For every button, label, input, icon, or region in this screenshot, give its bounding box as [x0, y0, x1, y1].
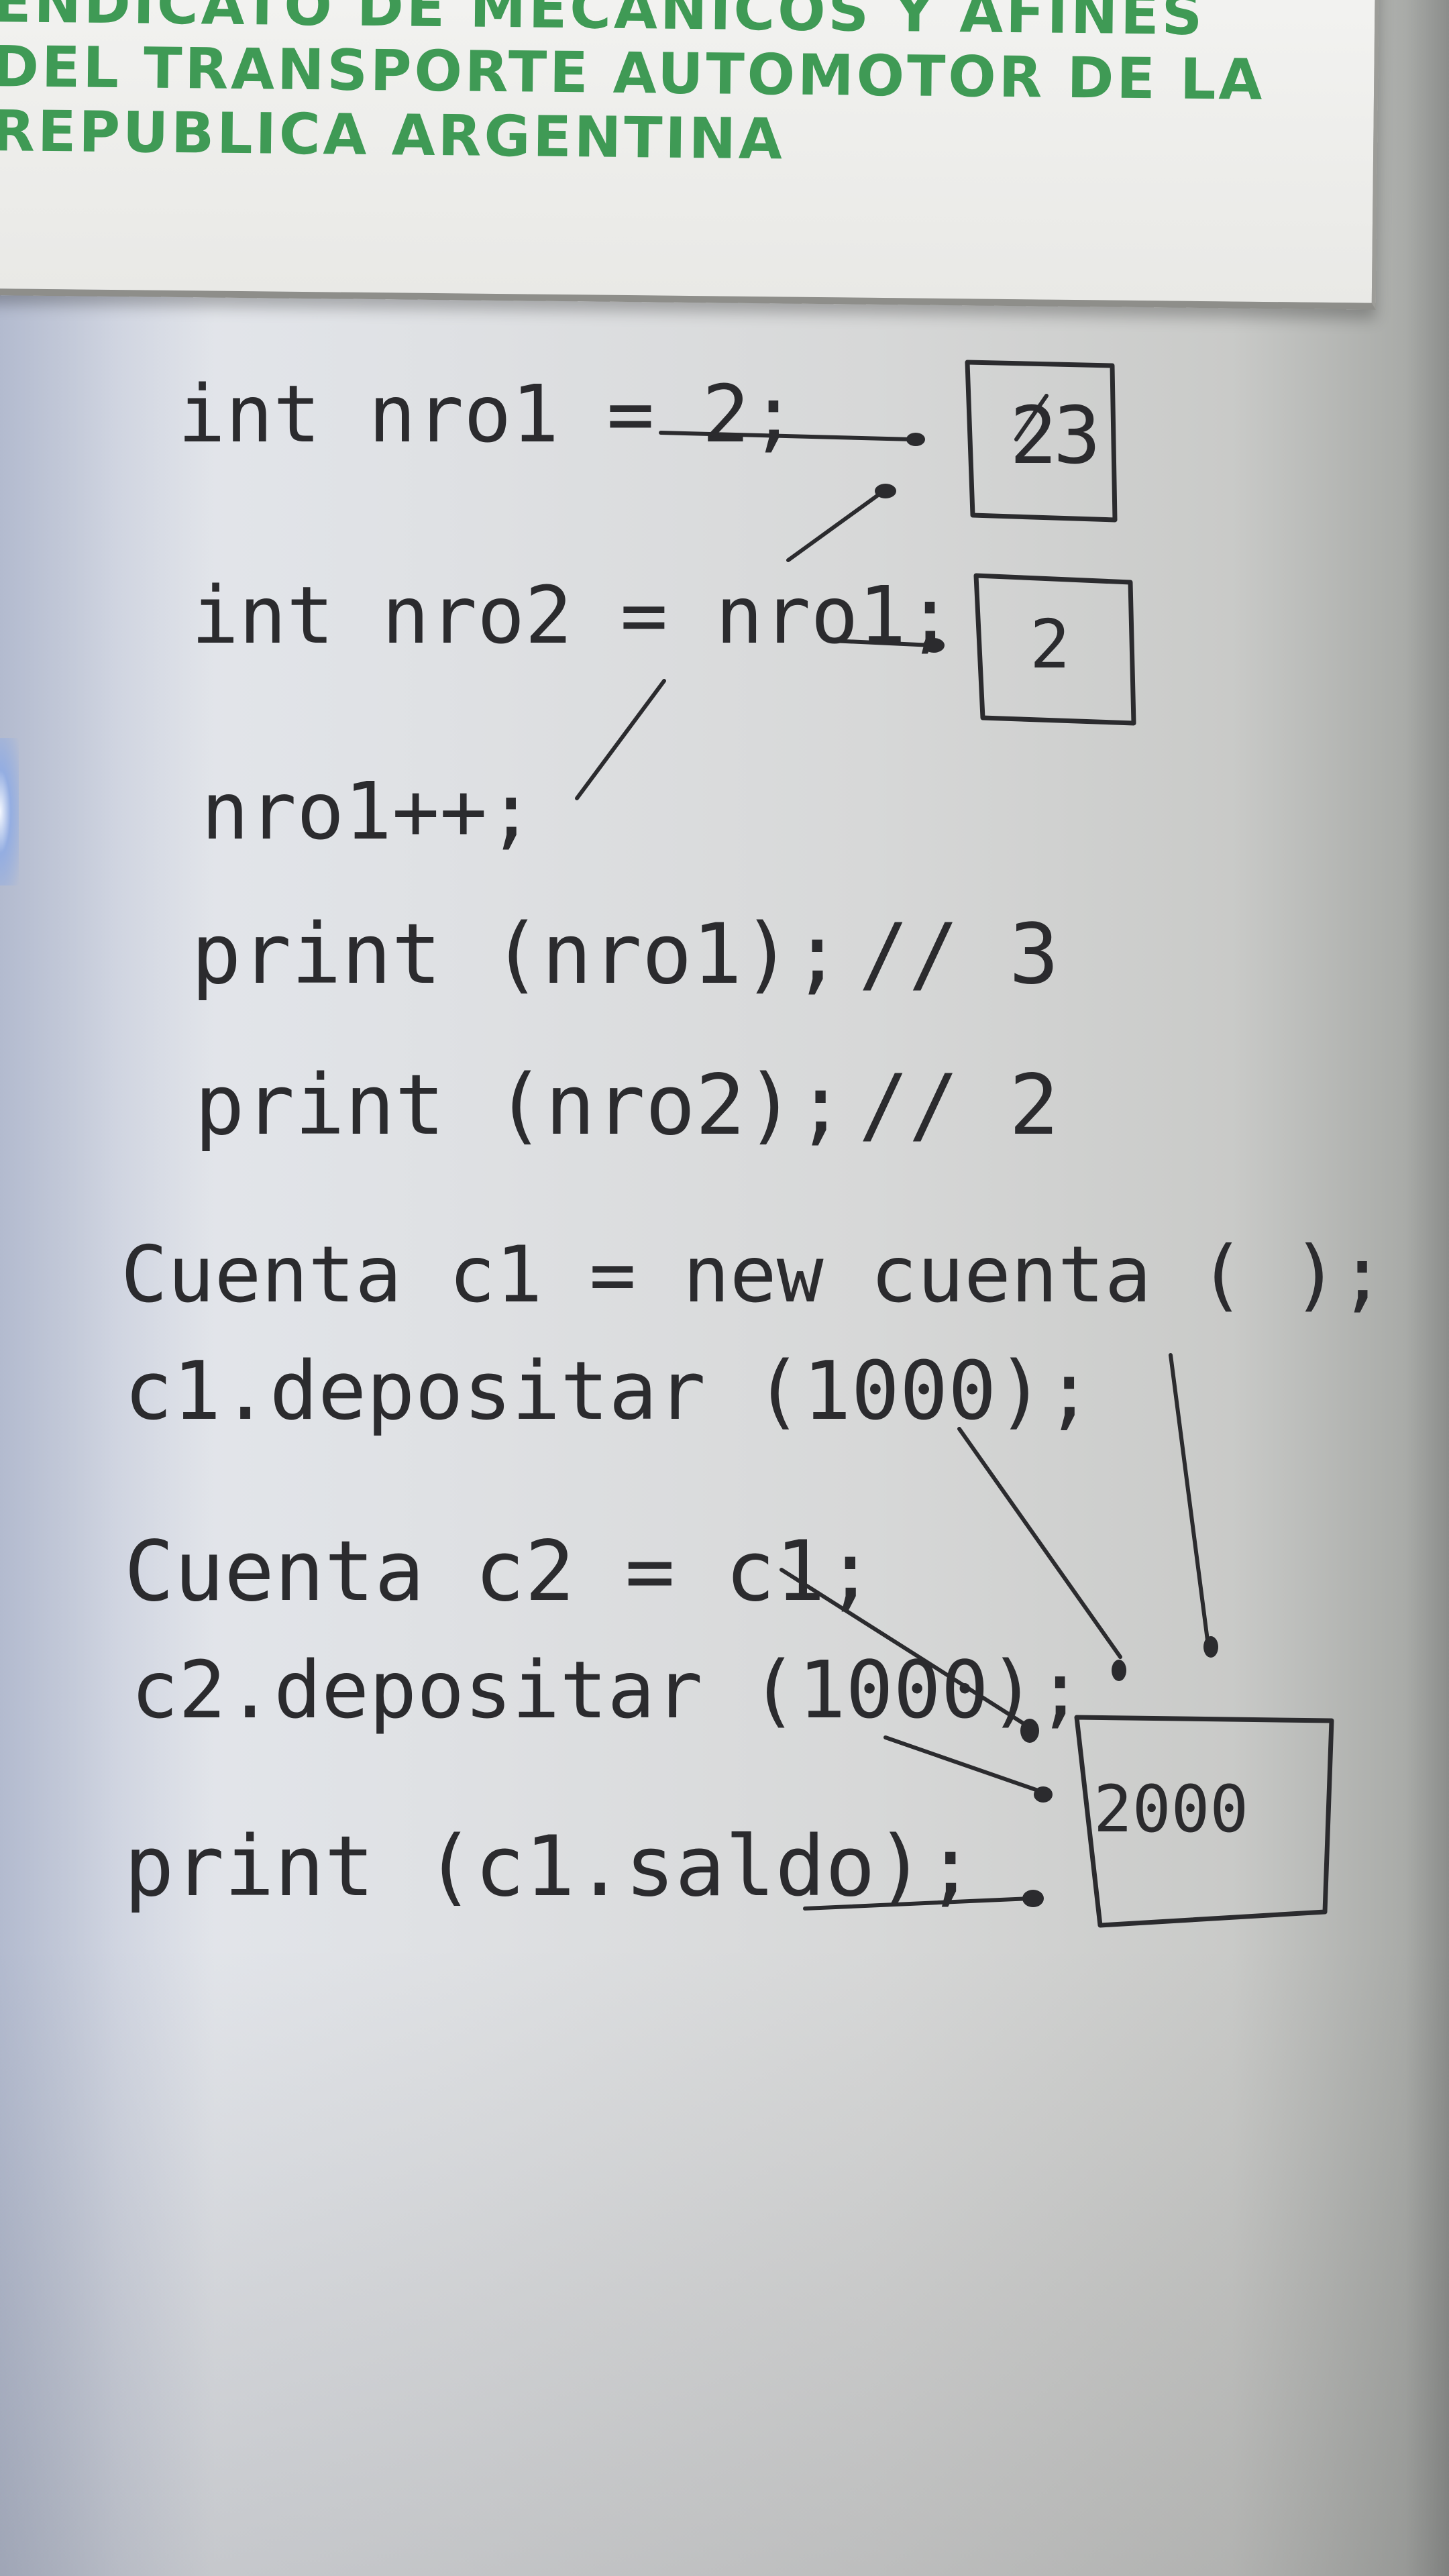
arrow-head-1 [906, 433, 925, 446]
arrow-nro2 [830, 639, 934, 647]
code-line-7: c1.depositar (1000); [124, 1345, 1093, 1438]
arrow-head-2 [875, 484, 896, 498]
arrow-c2 [780, 1568, 1032, 1729]
strike-through [1014, 394, 1049, 441]
arrow-head-6 [1020, 1719, 1039, 1743]
code-line-9: c2.depositar (1000); [131, 1644, 1084, 1736]
box-values: 2 3 2 2000 [1010, 389, 1248, 1847]
arrow-head-3 [923, 638, 945, 653]
code-line-8: Cuenta c2 = c1; [124, 1523, 875, 1620]
memory-boxes [965, 360, 1334, 1928]
box-nro1 [965, 360, 1118, 523]
code-line-6: Cuenta c1 = new cuenta ( ); [121, 1230, 1386, 1320]
code-line-3: nro1++; [201, 765, 535, 857]
arrow-c1-saldo [803, 1896, 1032, 1911]
code-line-4: print (nro1); [191, 906, 843, 1003]
box-object-value: 2000 [1093, 1772, 1248, 1847]
box-object [1074, 1715, 1334, 1928]
box-nro2-value: 2 [1030, 605, 1070, 684]
arrow-increment-line [575, 679, 666, 800]
code-line-5: print (nro2); [195, 1057, 846, 1154]
comment-1: // 3 [859, 906, 1059, 1003]
arrow-heads [875, 433, 1218, 1907]
comment-2: // 2 [859, 1057, 1059, 1154]
arrow-head-4 [1112, 1660, 1126, 1681]
arrow-c2-deposit [883, 1735, 1042, 1793]
handwritten-code: int nro1 = 2; int nro2 = nro1; nro1++; p… [121, 368, 1386, 1915]
arrow-c1-deposit [957, 1427, 1122, 1659]
arrow-head-8 [1022, 1890, 1044, 1907]
board-bottom-shadow [0, 1945, 1449, 2576]
strike-mark [1014, 394, 1049, 441]
box-nro2 [973, 573, 1136, 726]
code-line-2: int nro2 = nro1; [191, 569, 954, 661]
code-line-10: print (c1.saldo); [124, 1819, 975, 1915]
arrow-head-7 [1034, 1786, 1053, 1803]
reference-arrows [575, 431, 1210, 1911]
arrow-nro1-increment [786, 488, 888, 562]
light-glare [0, 738, 19, 885]
arrow-c1-new [1169, 1353, 1210, 1642]
arrow-nro1 [659, 431, 914, 441]
box-nro1-value: 3 [1053, 389, 1101, 482]
code-line-1: int nro1 = 2; [178, 368, 798, 460]
board-left-shadow [0, 0, 215, 2576]
arrow-head-5 [1203, 1636, 1218, 1658]
